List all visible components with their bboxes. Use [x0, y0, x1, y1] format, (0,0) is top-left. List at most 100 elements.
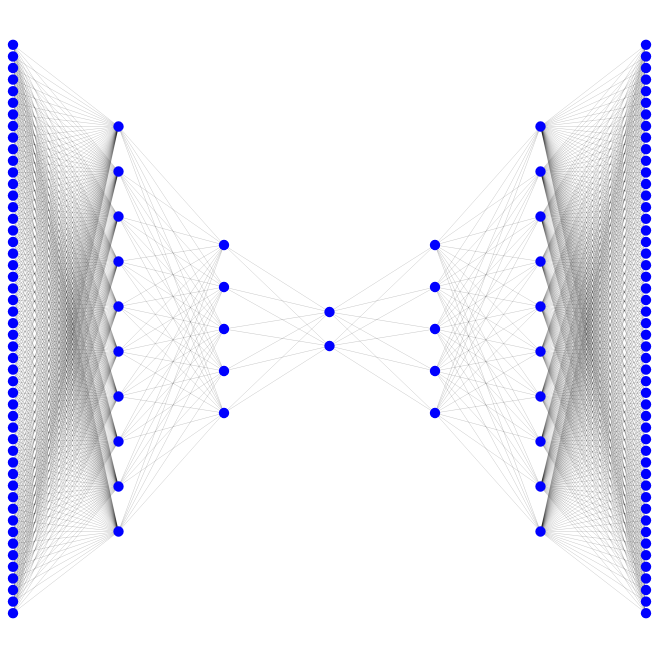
connection-line	[118, 216, 225, 414]
connection-line	[434, 370, 541, 442]
connection-line	[540, 91, 647, 217]
connection-line	[540, 171, 647, 324]
connection-line	[12, 79, 119, 442]
connection-line	[540, 126, 647, 301]
output-neuron	[640, 167, 652, 178]
connection-line	[12, 473, 119, 487]
connection-line	[12, 427, 119, 532]
connection-line	[540, 486, 647, 567]
connection-line	[118, 126, 225, 414]
output-neuron	[640, 422, 652, 433]
connection-line	[540, 380, 647, 397]
connection-line	[434, 244, 541, 352]
output-neuron	[640, 178, 652, 190]
connection-line	[540, 216, 647, 301]
connection-line	[12, 216, 119, 289]
connection-line	[12, 56, 119, 217]
output-neuron	[640, 39, 652, 50]
input-neuron	[7, 515, 19, 526]
connection-line	[540, 264, 647, 307]
hidden-neuron	[218, 239, 230, 251]
connection-line	[540, 160, 647, 217]
connection-line	[540, 126, 647, 579]
connection-line	[540, 171, 647, 208]
connection-line	[12, 126, 119, 382]
input-neuron	[7, 260, 19, 271]
input-neuron	[7, 236, 19, 248]
connection-line	[12, 396, 119, 405]
connection-line	[540, 392, 647, 532]
connection-line	[12, 216, 119, 254]
connection-line	[540, 392, 647, 397]
connection-line	[12, 44, 119, 307]
connection-line	[12, 306, 119, 324]
output-neuron	[640, 352, 652, 364]
connection-line	[12, 91, 119, 307]
connection-line	[434, 171, 541, 246]
connection-line	[540, 67, 647, 307]
connection-line	[540, 415, 647, 532]
connection-line	[12, 114, 119, 442]
connection-line	[12, 56, 119, 442]
connection-line	[540, 91, 647, 262]
connection-line	[12, 261, 119, 463]
connection-line	[118, 216, 225, 330]
connection-line	[12, 351, 119, 591]
connection-line	[540, 216, 647, 486]
connection-line	[12, 351, 119, 394]
connection-line	[540, 531, 647, 579]
connection-line	[540, 137, 647, 352]
connection-line	[12, 171, 119, 254]
connection-line	[540, 216, 647, 393]
connection-line	[540, 230, 647, 397]
hidden-neuron	[535, 166, 546, 177]
connection-line	[540, 91, 647, 307]
connection-line	[12, 441, 119, 567]
connection-line	[12, 261, 119, 428]
connection-line	[540, 230, 647, 532]
output-neuron	[640, 109, 652, 120]
connection-line	[540, 218, 647, 262]
connection-line	[223, 328, 330, 347]
connection-line	[434, 261, 541, 330]
connection-line	[540, 441, 647, 498]
connection-line	[12, 171, 119, 277]
connection-line	[540, 126, 647, 509]
connection-line	[12, 450, 119, 532]
connection-line	[540, 44, 647, 172]
connection-line	[12, 126, 119, 521]
connection-line	[540, 369, 647, 532]
connection-line	[540, 473, 647, 487]
output-neuron	[640, 526, 652, 538]
connection-line	[12, 91, 119, 352]
connection-line	[540, 415, 647, 442]
connection-line	[12, 261, 119, 405]
input-neuron	[7, 51, 19, 62]
input-neuron	[7, 202, 19, 213]
connection-line	[12, 486, 119, 567]
connection-line	[540, 441, 647, 475]
connection-line	[540, 351, 647, 382]
connection-line	[12, 496, 119, 532]
connection-line	[12, 125, 119, 127]
connection-line	[118, 244, 225, 442]
connection-line	[540, 126, 647, 486]
input-neuron	[7, 492, 19, 503]
connection-line	[540, 253, 647, 262]
connection-line	[540, 351, 647, 533]
connection-line	[540, 306, 647, 382]
connection-line	[12, 171, 119, 463]
connection-line	[540, 160, 647, 262]
output-neuron	[640, 399, 652, 410]
connection-line	[540, 91, 647, 487]
connection-line	[118, 306, 225, 372]
connection-line	[540, 44, 647, 262]
connection-line	[540, 195, 647, 487]
connection-line	[12, 216, 119, 509]
connection-line	[540, 486, 647, 510]
connection-line	[540, 253, 647, 397]
connection-line	[12, 322, 119, 397]
connection-line	[540, 369, 647, 397]
connection-line	[540, 171, 647, 393]
connection-line	[434, 351, 541, 372]
